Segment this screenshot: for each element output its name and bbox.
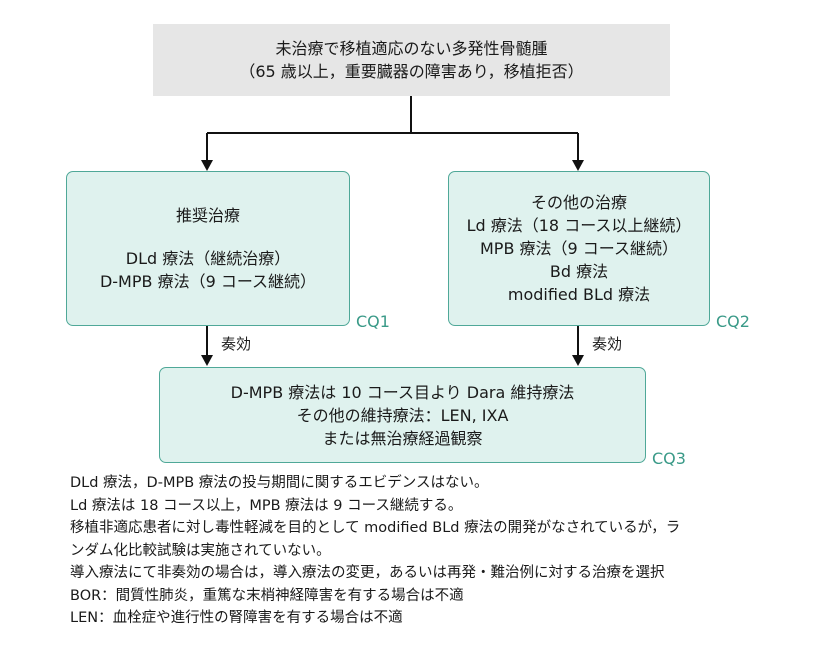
arrow-to-right-box-shaft — [577, 133, 579, 162]
other-treatment-box: その他の治療 Ld 療法（18 コース以上継続） MPB 療法（9 コース継続）… — [448, 171, 710, 326]
footnote-line: 移植非適応患者に対し毒性軽減を目的として modified BLd 療法の開発が… — [70, 520, 681, 536]
cq2-label: CQ2 — [716, 312, 750, 331]
footnote-line: DLd 療法，D-MPB 療法の投与期間に関するエビデンスはない。 — [70, 475, 489, 491]
arrow-to-left-box-head — [201, 160, 213, 171]
other-treatment-line2: MPB 療法（9 コース継続） — [480, 239, 678, 258]
maintenance-line3: または無治療経過観察 — [322, 428, 483, 448]
arrow-left-to-bottom-head — [201, 355, 213, 366]
recommended-treatment-box: 推奨治療 DLd 療法（継続治療） D-MPB 療法（9 コース継続） — [66, 171, 350, 326]
footnote-line: Ld 療法は 18 コース以上，MPB 療法は 9 コース継続する。 — [70, 497, 463, 514]
cq3-label: CQ3 — [652, 449, 686, 468]
cq1-label: CQ1 — [356, 312, 390, 331]
response-label-left: 奏効 — [221, 335, 252, 353]
arrow-right-to-bottom-head — [572, 355, 584, 366]
recommended-treatment-line2: D-MPB 療法（9 コース継続） — [99, 272, 317, 291]
arrow-to-left-box-shaft — [206, 133, 208, 162]
arrow-left-to-bottom-shaft — [206, 326, 208, 357]
maintenance-therapy-box: D-MPB 療法は 10 コース目より Dara 維持療法 その他の維持療法：L… — [159, 367, 646, 463]
response-label-right: 奏効 — [592, 335, 623, 353]
footnote-line: BOR：間質性肺炎，重篤な末梢神経障害を有する場合は不適 — [70, 587, 464, 604]
maintenance-line2: その他の維持療法：LEN, IXA — [296, 405, 509, 425]
footnotes: DLd 療法，D-MPB 療法の投与期間に関するエビデンスはない。 Ld 療法は… — [70, 472, 810, 630]
recommended-treatment-line1: DLd 療法（継続治療） — [125, 249, 291, 268]
footnote-line: 導入療法にて非奏効の場合は，導入療法の変更，あるいは再発・難治例に対する治療を選… — [70, 565, 665, 581]
other-treatment-line1: Ld 療法（18 コース以上継続） — [466, 216, 692, 235]
maintenance-line1: D-MPB 療法は 10 コース目より Dara 維持療法 — [230, 382, 575, 402]
recommended-treatment-heading: 推奨治療 — [175, 206, 240, 225]
footnote-line: LEN：血栓症や進行性の腎障害を有する場合は不適 — [70, 610, 403, 626]
patient-condition-box: 未治療で移植適応のない多発性骨髄腫 （65 歳以上，重要臓器の障害あり，移植拒否… — [153, 24, 670, 96]
arrow-right-to-bottom-shaft — [577, 326, 579, 357]
patient-condition-line2: （65 歳以上，重要臓器の障害あり，移植拒否） — [239, 62, 584, 81]
other-treatment-line4: modified BLd 療法 — [507, 285, 651, 304]
other-treatment-heading: その他の治療 — [530, 193, 627, 212]
other-treatment-line3: Bd 療法 — [549, 262, 609, 281]
footnote-line: ンダム化比較試験は実施されていない。 — [70, 542, 331, 559]
patient-condition-line1: 未治療で移植適応のない多発性骨髄腫 — [275, 39, 548, 58]
arrow-to-right-box-head — [572, 160, 584, 171]
